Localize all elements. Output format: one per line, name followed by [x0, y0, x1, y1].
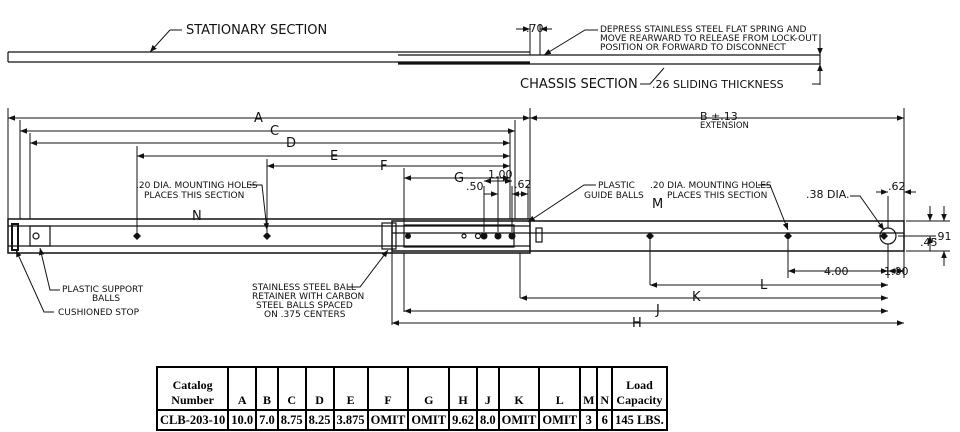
retainer-line3: STEEL BALLS SPACED: [256, 301, 353, 311]
cell-a: 10.0: [227, 409, 258, 431]
dim-050: .50: [466, 180, 484, 193]
specification-table: Catalog Number A B C D E F G H J K L M N…: [155, 366, 668, 431]
dim-091: .91: [934, 230, 952, 243]
cell-j: 8.0: [476, 409, 500, 431]
table-row: CLB-203-10 10.0 7.0 8.75 8.25 3.875 OMIT…: [155, 409, 668, 431]
dim-400: 4.00: [824, 265, 849, 278]
chassis-section-label: CHASSIS SECTION: [520, 77, 638, 92]
cell-catalog-number: CLB-203-10: [155, 409, 230, 431]
dim-n: N: [192, 209, 202, 224]
dim-l: L: [760, 278, 768, 293]
dim-c: C: [270, 124, 279, 139]
mounting-left-line2: PLACES THIS SECTION: [144, 191, 244, 201]
mounting-left-line1: .20 DIA. MOUNTING HOLES: [136, 181, 258, 191]
plastic-support-line1: PLASTIC SUPPORT: [62, 285, 144, 295]
dim-d: D: [286, 136, 296, 151]
header-c: C: [276, 366, 307, 411]
cell-f: OMIT: [366, 409, 410, 431]
header-h: H: [448, 366, 478, 411]
cell-n: 6: [596, 409, 614, 431]
b-tolerance-label: B ±.13: [700, 110, 738, 123]
header-load-capacity: Load Capacity: [611, 366, 668, 411]
cell-c: 8.75: [276, 409, 307, 431]
extension-label: EXTENSION: [700, 121, 749, 131]
plastic-guide-line2: GUIDE BALLS: [584, 191, 644, 201]
header-b: B: [255, 366, 279, 411]
slide-technical-drawing: STATIONARY SECTION CHASSIS SECTION .26 S…: [7, 22, 952, 331]
depress-note-line3: POSITION OR FORWARD TO DISCONNECT: [600, 43, 786, 53]
table-header-row: Catalog Number A B C D E F G H J K L M N…: [155, 366, 668, 411]
dim-062-left: .62: [514, 178, 532, 191]
retainer-line1: STAINLESS STEEL BALL: [252, 283, 356, 293]
plastic-support-line2: BALLS: [92, 294, 120, 304]
retainer-line4: ON .375 CENTERS: [264, 310, 346, 320]
dim-100b: 1.00: [884, 265, 909, 278]
dim-g: G: [454, 171, 464, 186]
header-g: G: [407, 366, 451, 411]
cell-h: 9.62: [448, 409, 478, 431]
stationary-section-label: STATIONARY SECTION: [186, 23, 327, 38]
header-m: M: [579, 366, 599, 411]
cell-m: 3: [579, 409, 599, 431]
cell-d: 8.25: [304, 409, 335, 431]
depress-note-line2: MOVE REARWARD TO RELEASE FROM LOCK-OUT: [600, 34, 818, 44]
dim-062-right: .62: [888, 180, 906, 193]
mounting-right-line2: PLACES THIS SECTION: [667, 191, 767, 201]
dim-e: E: [330, 149, 338, 164]
cell-l: OMIT: [538, 409, 582, 431]
dim-m: M: [652, 197, 663, 212]
header-a: A: [227, 366, 258, 411]
cushioned-stop-label: CUSHIONED STOP: [58, 308, 140, 318]
header-catalog-number: Catalog Number: [155, 366, 230, 411]
header-e: E: [332, 366, 369, 411]
header-j: J: [476, 366, 500, 411]
dim-070: .70: [526, 22, 544, 35]
dim-a: A: [254, 111, 263, 126]
dim-100: 1.00: [488, 168, 513, 181]
mounting-right-line1: .20 DIA. MOUNTING HOLES: [650, 181, 772, 191]
depress-note-line1: DEPRESS STAINLESS STEEL FLAT SPRING AND: [600, 25, 806, 35]
sliding-thickness-label: .26 SLIDING THICKNESS: [652, 78, 784, 91]
header-n: N: [596, 366, 614, 411]
dim-f: F: [380, 159, 387, 174]
header-l: L: [538, 366, 582, 411]
header-f: F: [366, 366, 410, 411]
cell-e: 3.875: [332, 409, 369, 431]
cell-load-capacity: 145 LBS.: [611, 409, 668, 431]
hole-dia-label: .38 DIA.: [806, 188, 850, 201]
cell-b: 7.0: [255, 409, 279, 431]
header-d: D: [304, 366, 335, 411]
cell-k: OMIT: [497, 409, 541, 431]
dim-045: .45: [920, 236, 938, 249]
retainer-line2: RETAINER WITH CARBON: [252, 292, 364, 302]
header-k: K: [497, 366, 541, 411]
cell-g: OMIT: [407, 409, 451, 431]
dim-h: H: [632, 316, 642, 331]
dim-k: K: [692, 290, 701, 305]
dim-j: J: [655, 303, 660, 318]
plastic-guide-line1: PLASTIC: [598, 181, 635, 191]
